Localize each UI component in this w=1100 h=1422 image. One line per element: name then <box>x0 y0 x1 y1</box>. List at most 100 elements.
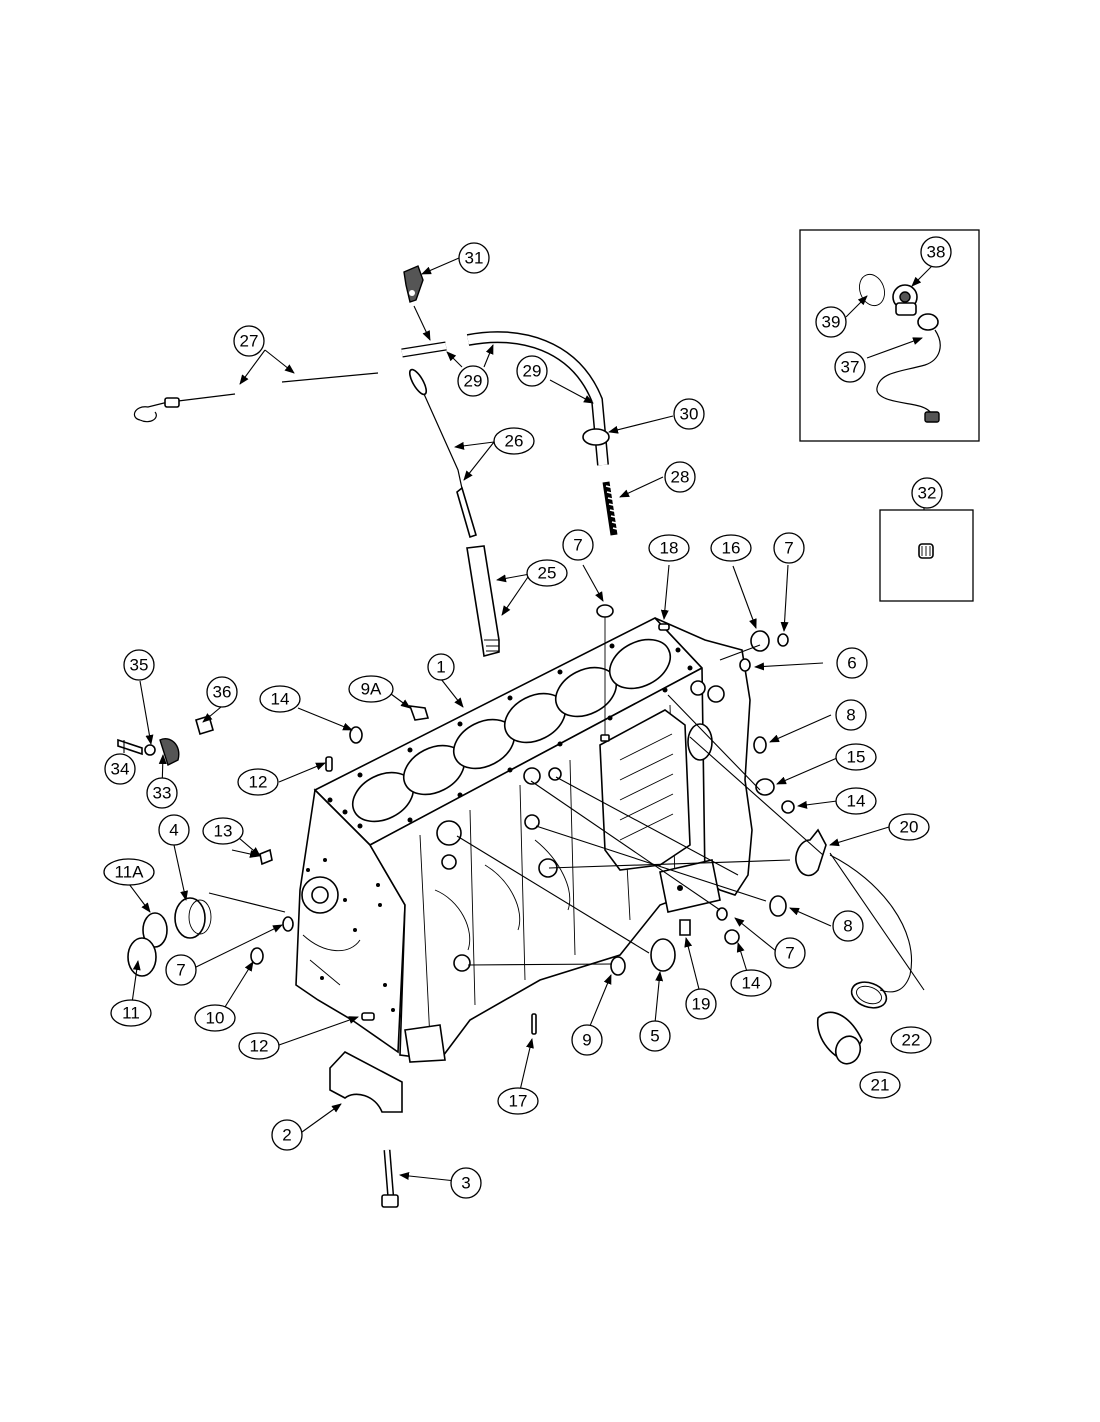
callout-32[interactable]: 32 <box>911 477 943 509</box>
sensor-harness-part <box>859 273 941 423</box>
svg-text:14: 14 <box>271 690 290 709</box>
svg-text:9: 9 <box>582 1031 591 1050</box>
callout-5[interactable]: 5 <box>639 1020 671 1052</box>
callout-3[interactable]: 3 <box>450 1167 482 1199</box>
callout-29-right[interactable]: 29 <box>516 355 548 387</box>
callout-31[interactable]: 31 <box>458 242 490 274</box>
inset-box-plug <box>879 509 974 602</box>
callout-14-right[interactable]: 14 <box>835 787 877 815</box>
svg-text:7: 7 <box>785 944 794 963</box>
svg-text:22: 22 <box>902 1031 921 1050</box>
dipstick-assembly <box>133 265 622 658</box>
svg-text:35: 35 <box>130 656 149 675</box>
svg-text:7: 7 <box>573 536 582 555</box>
callout-2[interactable]: 2 <box>271 1119 303 1151</box>
callout-10[interactable]: 10 <box>194 1004 236 1032</box>
callout-26[interactable]: 26 <box>493 427 535 455</box>
svg-text:29: 29 <box>464 372 483 391</box>
callout-7-rear[interactable]: 7 <box>773 532 805 564</box>
svg-text:18: 18 <box>660 539 679 558</box>
svg-text:5: 5 <box>650 1027 659 1046</box>
svg-text:37: 37 <box>841 358 860 377</box>
callout-19[interactable]: 19 <box>685 988 717 1020</box>
svg-text:19: 19 <box>692 995 711 1014</box>
callout-34[interactable]: 34 <box>104 753 136 785</box>
svg-text:11A: 11A <box>115 863 145 882</box>
svg-text:27: 27 <box>240 332 259 351</box>
svg-text:21: 21 <box>871 1076 890 1095</box>
svg-text:14: 14 <box>742 974 761 993</box>
leader-lines <box>123 257 937 1183</box>
svg-text:38: 38 <box>927 243 946 262</box>
svg-text:17: 17 <box>509 1092 528 1111</box>
svg-text:12: 12 <box>249 773 268 792</box>
callout-14-lower[interactable]: 14 <box>730 969 772 997</box>
callout-18[interactable]: 18 <box>648 534 690 562</box>
svg-text:6: 6 <box>847 654 856 673</box>
callout-11A[interactable]: 11A <box>103 858 155 886</box>
svg-text:7: 7 <box>176 961 185 980</box>
callout-28[interactable]: 28 <box>664 461 696 493</box>
callout-1[interactable]: 1 <box>427 653 455 681</box>
callout-38[interactable]: 38 <box>920 236 952 268</box>
callout-7-top[interactable]: 7 <box>562 529 594 561</box>
svg-text:15: 15 <box>847 748 866 767</box>
callout-21[interactable]: 21 <box>859 1071 901 1099</box>
callout-8-upper[interactable]: 8 <box>835 699 867 731</box>
callout-30[interactable]: 30 <box>673 398 705 430</box>
callout-6[interactable]: 6 <box>836 647 868 679</box>
callout-7-lower-right[interactable]: 7 <box>774 937 806 969</box>
callout-15[interactable]: 15 <box>835 743 877 771</box>
callout-8-lower[interactable]: 8 <box>832 910 864 942</box>
callout-9[interactable]: 9 <box>571 1024 603 1056</box>
callout-16[interactable]: 16 <box>710 534 752 562</box>
svg-text:33: 33 <box>153 784 172 803</box>
callout-4[interactable]: 4 <box>158 814 190 846</box>
svg-text:12: 12 <box>250 1037 269 1056</box>
callout-11[interactable]: 11 <box>110 999 152 1027</box>
callout-25[interactable]: 25 <box>526 559 568 587</box>
callout-20[interactable]: 20 <box>888 813 930 841</box>
svg-text:2: 2 <box>282 1126 291 1145</box>
svg-text:39: 39 <box>822 313 841 332</box>
svg-text:30: 30 <box>680 405 699 424</box>
svg-text:29: 29 <box>523 362 542 381</box>
svg-text:31: 31 <box>465 249 484 268</box>
svg-text:20: 20 <box>900 818 919 837</box>
callout-9A[interactable]: 9A <box>348 675 394 703</box>
inset-box-sensor <box>799 229 980 442</box>
svg-text:26: 26 <box>505 432 524 451</box>
callout-36[interactable]: 36 <box>206 676 238 708</box>
callout-7-front[interactable]: 7 <box>165 954 197 986</box>
svg-text:4: 4 <box>169 821 178 840</box>
svg-text:13: 13 <box>214 822 233 841</box>
callout-37[interactable]: 37 <box>834 351 866 383</box>
callout-22[interactable]: 22 <box>890 1026 932 1054</box>
callout-13[interactable]: 13 <box>202 817 244 845</box>
callout-12-upper[interactable]: 12 <box>237 768 279 796</box>
svg-text:8: 8 <box>846 706 855 725</box>
svg-text:10: 10 <box>206 1009 225 1028</box>
callout-12-lower[interactable]: 12 <box>238 1032 280 1060</box>
callout-39[interactable]: 39 <box>815 306 847 338</box>
svg-text:32: 32 <box>918 484 937 503</box>
loose-parts <box>117 604 888 1208</box>
svg-text:1: 1 <box>436 658 445 677</box>
svg-text:14: 14 <box>847 792 866 811</box>
svg-text:36: 36 <box>213 683 232 702</box>
svg-text:16: 16 <box>722 539 741 558</box>
callout-14-left[interactable]: 14 <box>259 685 301 713</box>
svg-text:7: 7 <box>784 539 793 558</box>
callout-35[interactable]: 35 <box>123 649 155 681</box>
callout-29-left[interactable]: 29 <box>457 365 489 397</box>
svg-text:9A: 9A <box>361 680 382 699</box>
svg-text:11: 11 <box>122 1004 140 1023</box>
callout-27[interactable]: 27 <box>233 325 265 357</box>
svg-text:3: 3 <box>461 1174 470 1193</box>
callout-33[interactable]: 33 <box>146 777 178 809</box>
callout-17[interactable]: 17 <box>497 1087 539 1115</box>
svg-text:34: 34 <box>111 760 130 779</box>
plug-part <box>918 543 934 559</box>
